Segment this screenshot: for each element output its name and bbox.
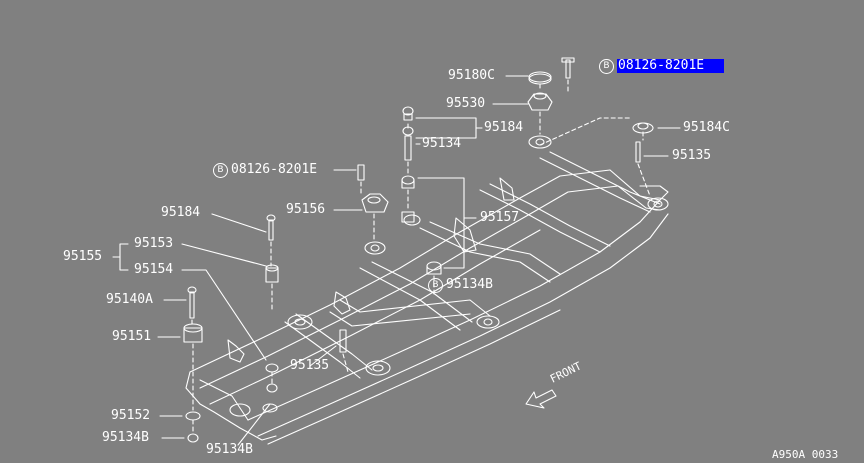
callout-95156: 95156 — [286, 202, 326, 217]
callout-95134b-left: 95134B — [102, 430, 149, 445]
callout-95184c: 95184C — [683, 120, 730, 135]
front-arrow-icon — [525, 389, 557, 409]
callout-95134b-center: 95134B — [446, 277, 493, 292]
callout-95184-top: 95184 — [484, 120, 524, 135]
callout-95184-left: 95184 — [161, 205, 201, 220]
bolt-symbol-icon-left: B — [213, 163, 228, 178]
callout-95135-right: 95135 — [672, 148, 712, 163]
callout-95153: 95153 — [134, 236, 174, 251]
bolt-part-top-right[interactable]: 08126-8201E — [617, 59, 725, 73]
cross-members — [284, 151, 661, 379]
bolt-part-left: 08126-8201E — [231, 162, 318, 177]
hex-symbol-icon: B — [428, 278, 443, 293]
callout-95134-top: 95134 — [422, 136, 462, 151]
callout-95140a: 95140A — [106, 292, 153, 307]
left-side-rail — [189, 169, 619, 405]
callout-95152: 95152 — [111, 408, 151, 423]
callout-95157: 95157 — [480, 210, 520, 225]
callout-95155: 95155 — [63, 249, 103, 264]
front-cross-member — [185, 371, 277, 441]
bolt-symbol-icon-top: B — [599, 59, 614, 74]
diagram-code: A950A 0033 — [772, 448, 839, 461]
callout-95151: 95151 — [112, 329, 152, 344]
dashed-guides — [191, 79, 651, 435]
callout-95154: 95154 — [134, 262, 174, 277]
right-side-rail — [247, 199, 669, 445]
callout-95530: 95530 — [446, 96, 486, 111]
callout-95180c: 95180C — [448, 68, 495, 83]
leader-lines — [112, 75, 681, 446]
callout-95135-center: 95135 — [290, 358, 330, 373]
mount-parts — [183, 57, 654, 443]
callout-95134b-bottom: 95134B — [206, 442, 253, 457]
